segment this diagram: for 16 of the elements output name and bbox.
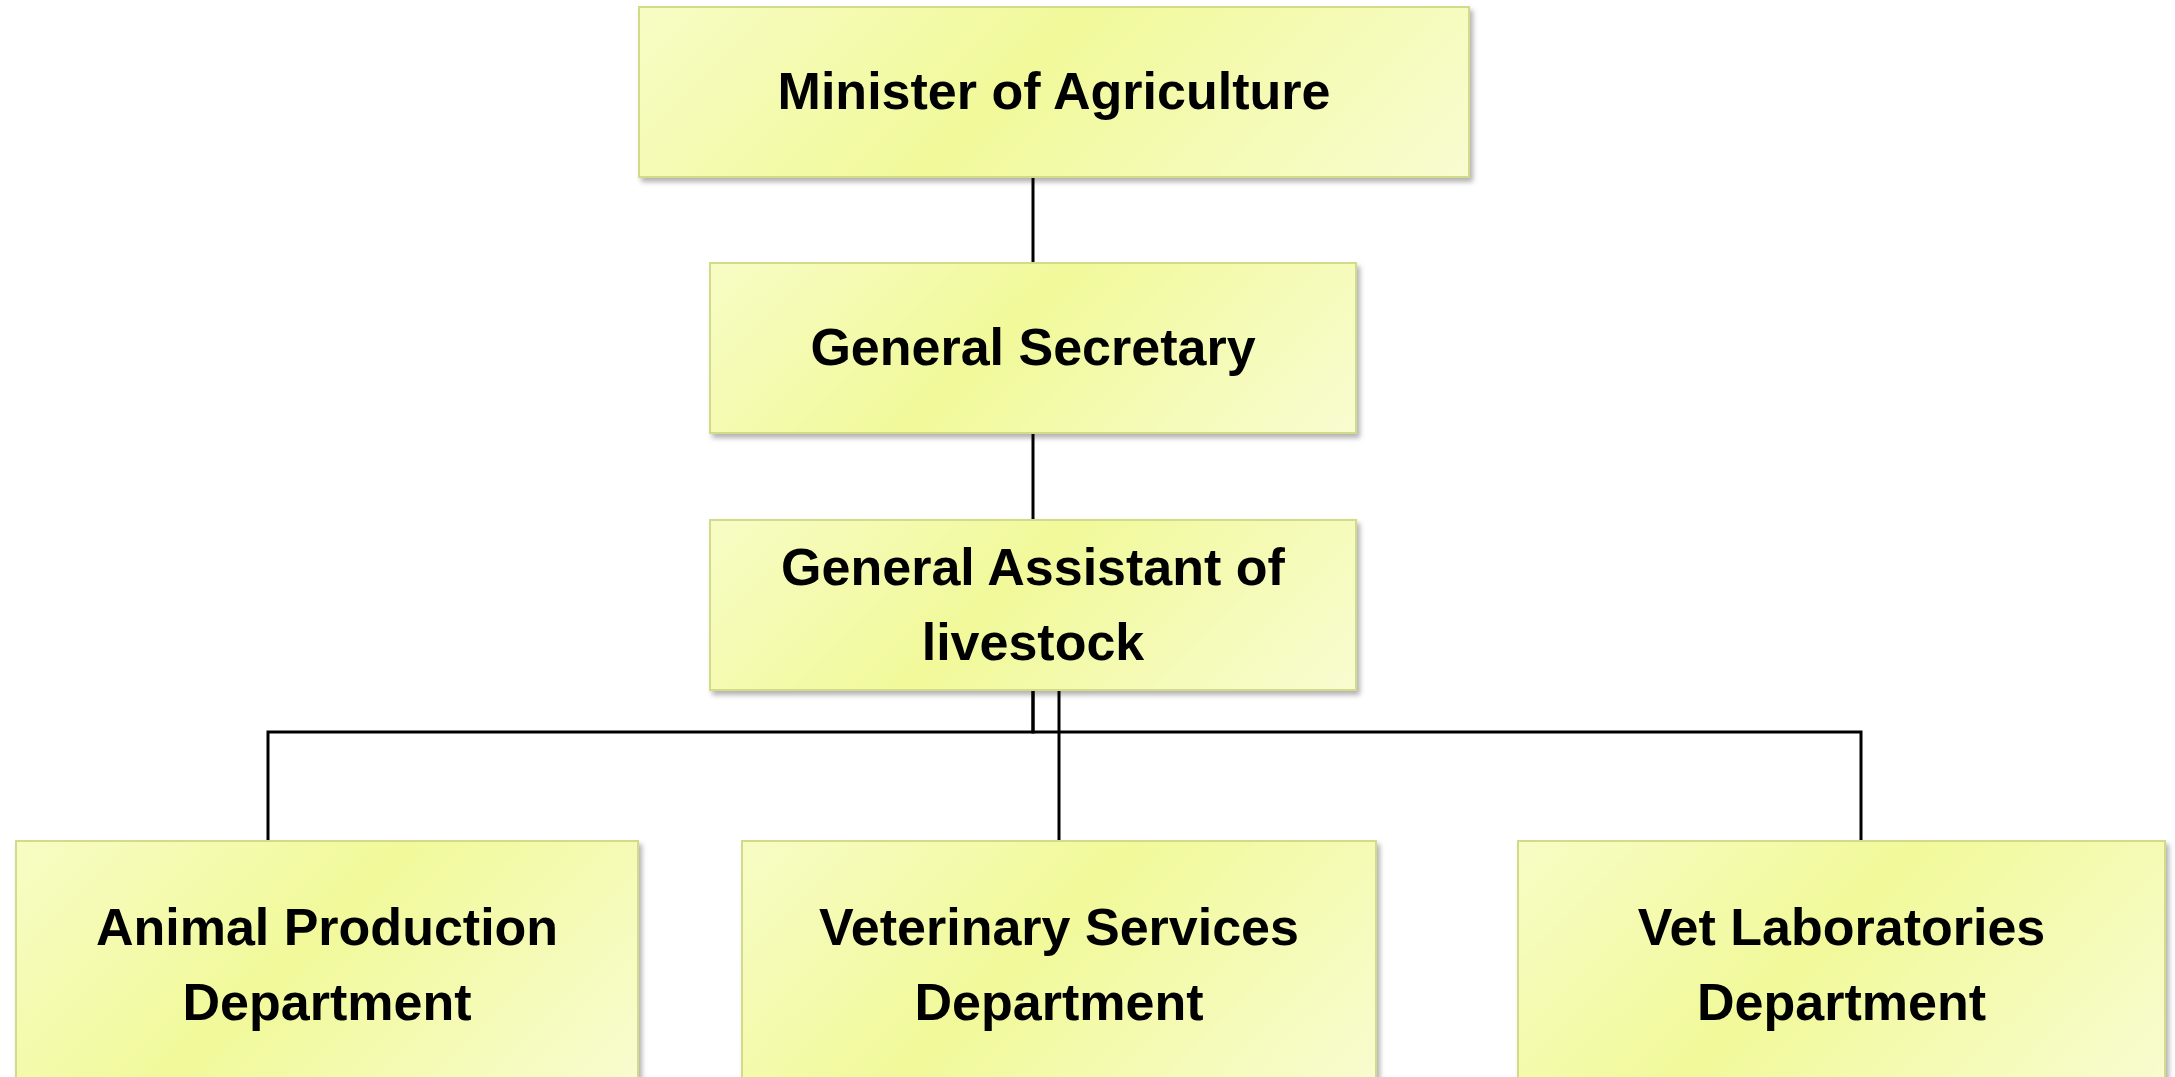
box-label: Veterinary Services Department	[818, 896, 1300, 1033]
box-label: General Assistant of livestock	[780, 536, 1286, 673]
org-box	[638, 6, 1470, 178]
connector-line	[1057, 691, 1061, 840]
org-box	[709, 262, 1357, 434]
org-box	[709, 519, 1357, 691]
org-box	[741, 840, 1377, 1077]
org-box	[15, 840, 639, 1077]
box-label: General Secretary	[809, 317, 1257, 379]
connector-line	[1031, 178, 1035, 262]
box-label: Minister of Agriculture	[776, 61, 1332, 123]
box-label: Animal Production Department	[94, 896, 560, 1033]
connector-line	[1031, 434, 1035, 519]
org-box	[1517, 840, 2166, 1077]
connector-line	[1031, 691, 1863, 840]
box-label: Vet Laboratories Department	[1636, 896, 2047, 1033]
